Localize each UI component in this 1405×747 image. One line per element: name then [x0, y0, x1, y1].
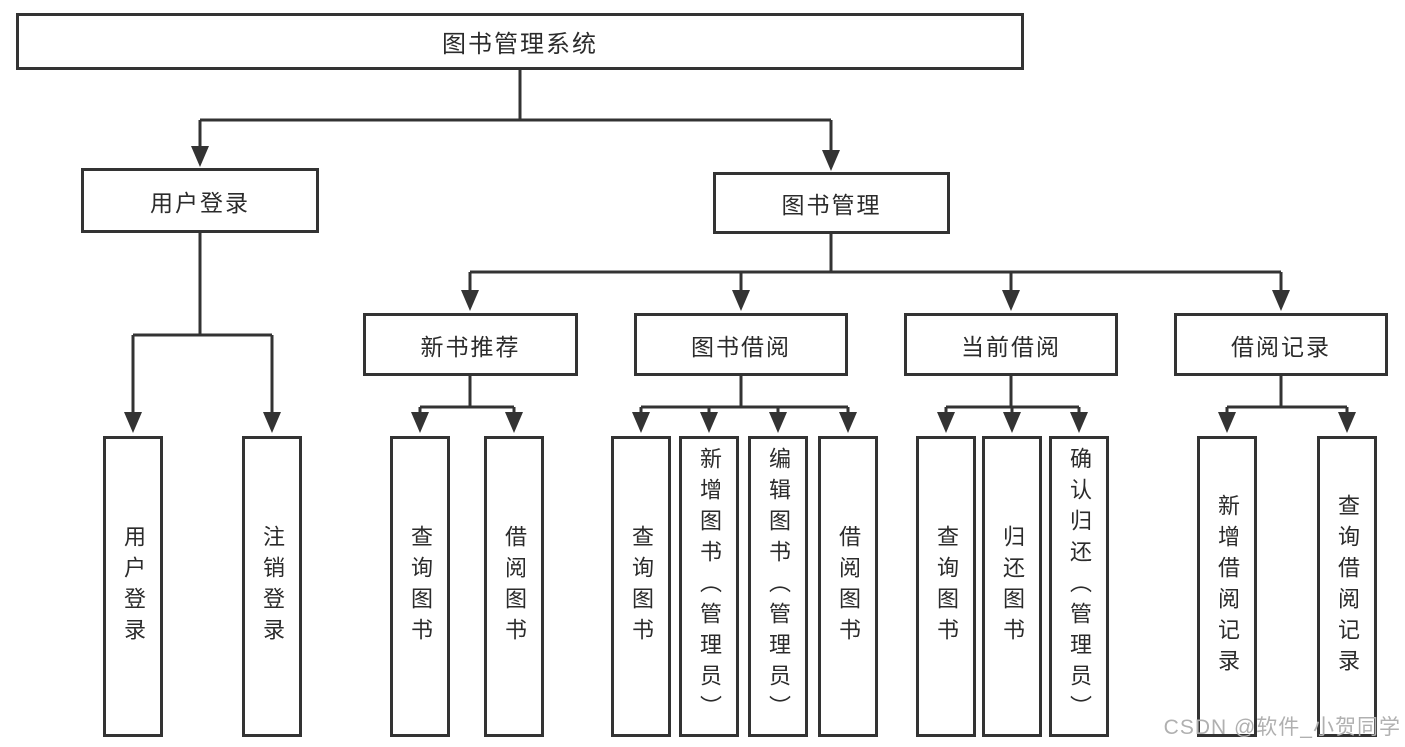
leaf-nbr-borrow-books: 借阅图书: [484, 436, 544, 737]
arrowhead: [461, 290, 479, 311]
leaf-user-login: 用户登录: [103, 436, 163, 737]
node-book-mgmt: 图书管理: [713, 172, 950, 234]
connector-current-borrow-to-leaves: [944, 376, 1081, 414]
arrowhead: [191, 146, 209, 167]
leaf-cb-confirm-return-admin: 确认归还（管理员）: [1049, 436, 1109, 737]
leaf-nbr-query-books: 查询图书: [390, 436, 450, 737]
leaf-cb-query-books: 查询图书: [916, 436, 976, 737]
node-current-borrow: 当前借阅: [904, 313, 1118, 376]
connector-root-to-level2: [198, 70, 833, 152]
node-book-borrow: 图书借阅: [634, 313, 848, 376]
leaf-br-add-record: 新增借阅记录: [1197, 436, 1257, 737]
arrowhead: [505, 412, 523, 433]
connector-borrow-records-to-leaves: [1225, 376, 1349, 414]
arrowhead: [263, 412, 281, 433]
leaf-logout: 注销登录: [242, 436, 302, 737]
arrowhead: [1218, 412, 1236, 433]
node-user-login: 用户登录: [81, 168, 319, 233]
leaf-br-query-record: 查询借阅记录: [1317, 436, 1377, 737]
arrowhead: [822, 150, 840, 171]
arrowhead: [700, 412, 718, 433]
arrowhead: [124, 412, 142, 433]
leaf-bb-add-books-admin: 新增图书（管理员）: [679, 436, 739, 737]
leaf-bb-edit-books-admin: 编辑图书（管理员）: [748, 436, 808, 737]
arrowhead: [1338, 412, 1356, 433]
connector-book-mgmt-to-level3: [468, 234, 1283, 292]
arrowhead: [769, 412, 787, 433]
leaf-bb-query-books: 查询图书: [611, 436, 671, 737]
leaf-bb-borrow-books: 借阅图书: [818, 436, 878, 737]
arrowhead: [1002, 290, 1020, 311]
arrowhead: [1070, 412, 1088, 433]
connector-book-borrow-to-leaves: [639, 376, 850, 414]
node-new-book-rec: 新书推荐: [363, 313, 578, 376]
arrowheads: [124, 146, 1356, 433]
node-borrow-records: 借阅记录: [1174, 313, 1388, 376]
arrowhead: [1272, 290, 1290, 311]
arrowhead: [732, 290, 750, 311]
leaf-cb-return-books: 归还图书: [982, 436, 1042, 737]
arrowhead: [937, 412, 955, 433]
arrowhead: [839, 412, 857, 433]
node-root: 图书管理系统: [16, 13, 1024, 70]
arrowhead: [632, 412, 650, 433]
csdn-watermark: CSDN @软件_小贺同学: [1163, 716, 1401, 739]
connector-new-book-rec-to-leaves: [418, 376, 516, 414]
arrowhead: [411, 412, 429, 433]
arrowhead: [1003, 412, 1021, 433]
connector-user-login-to-leaves: [131, 233, 274, 414]
